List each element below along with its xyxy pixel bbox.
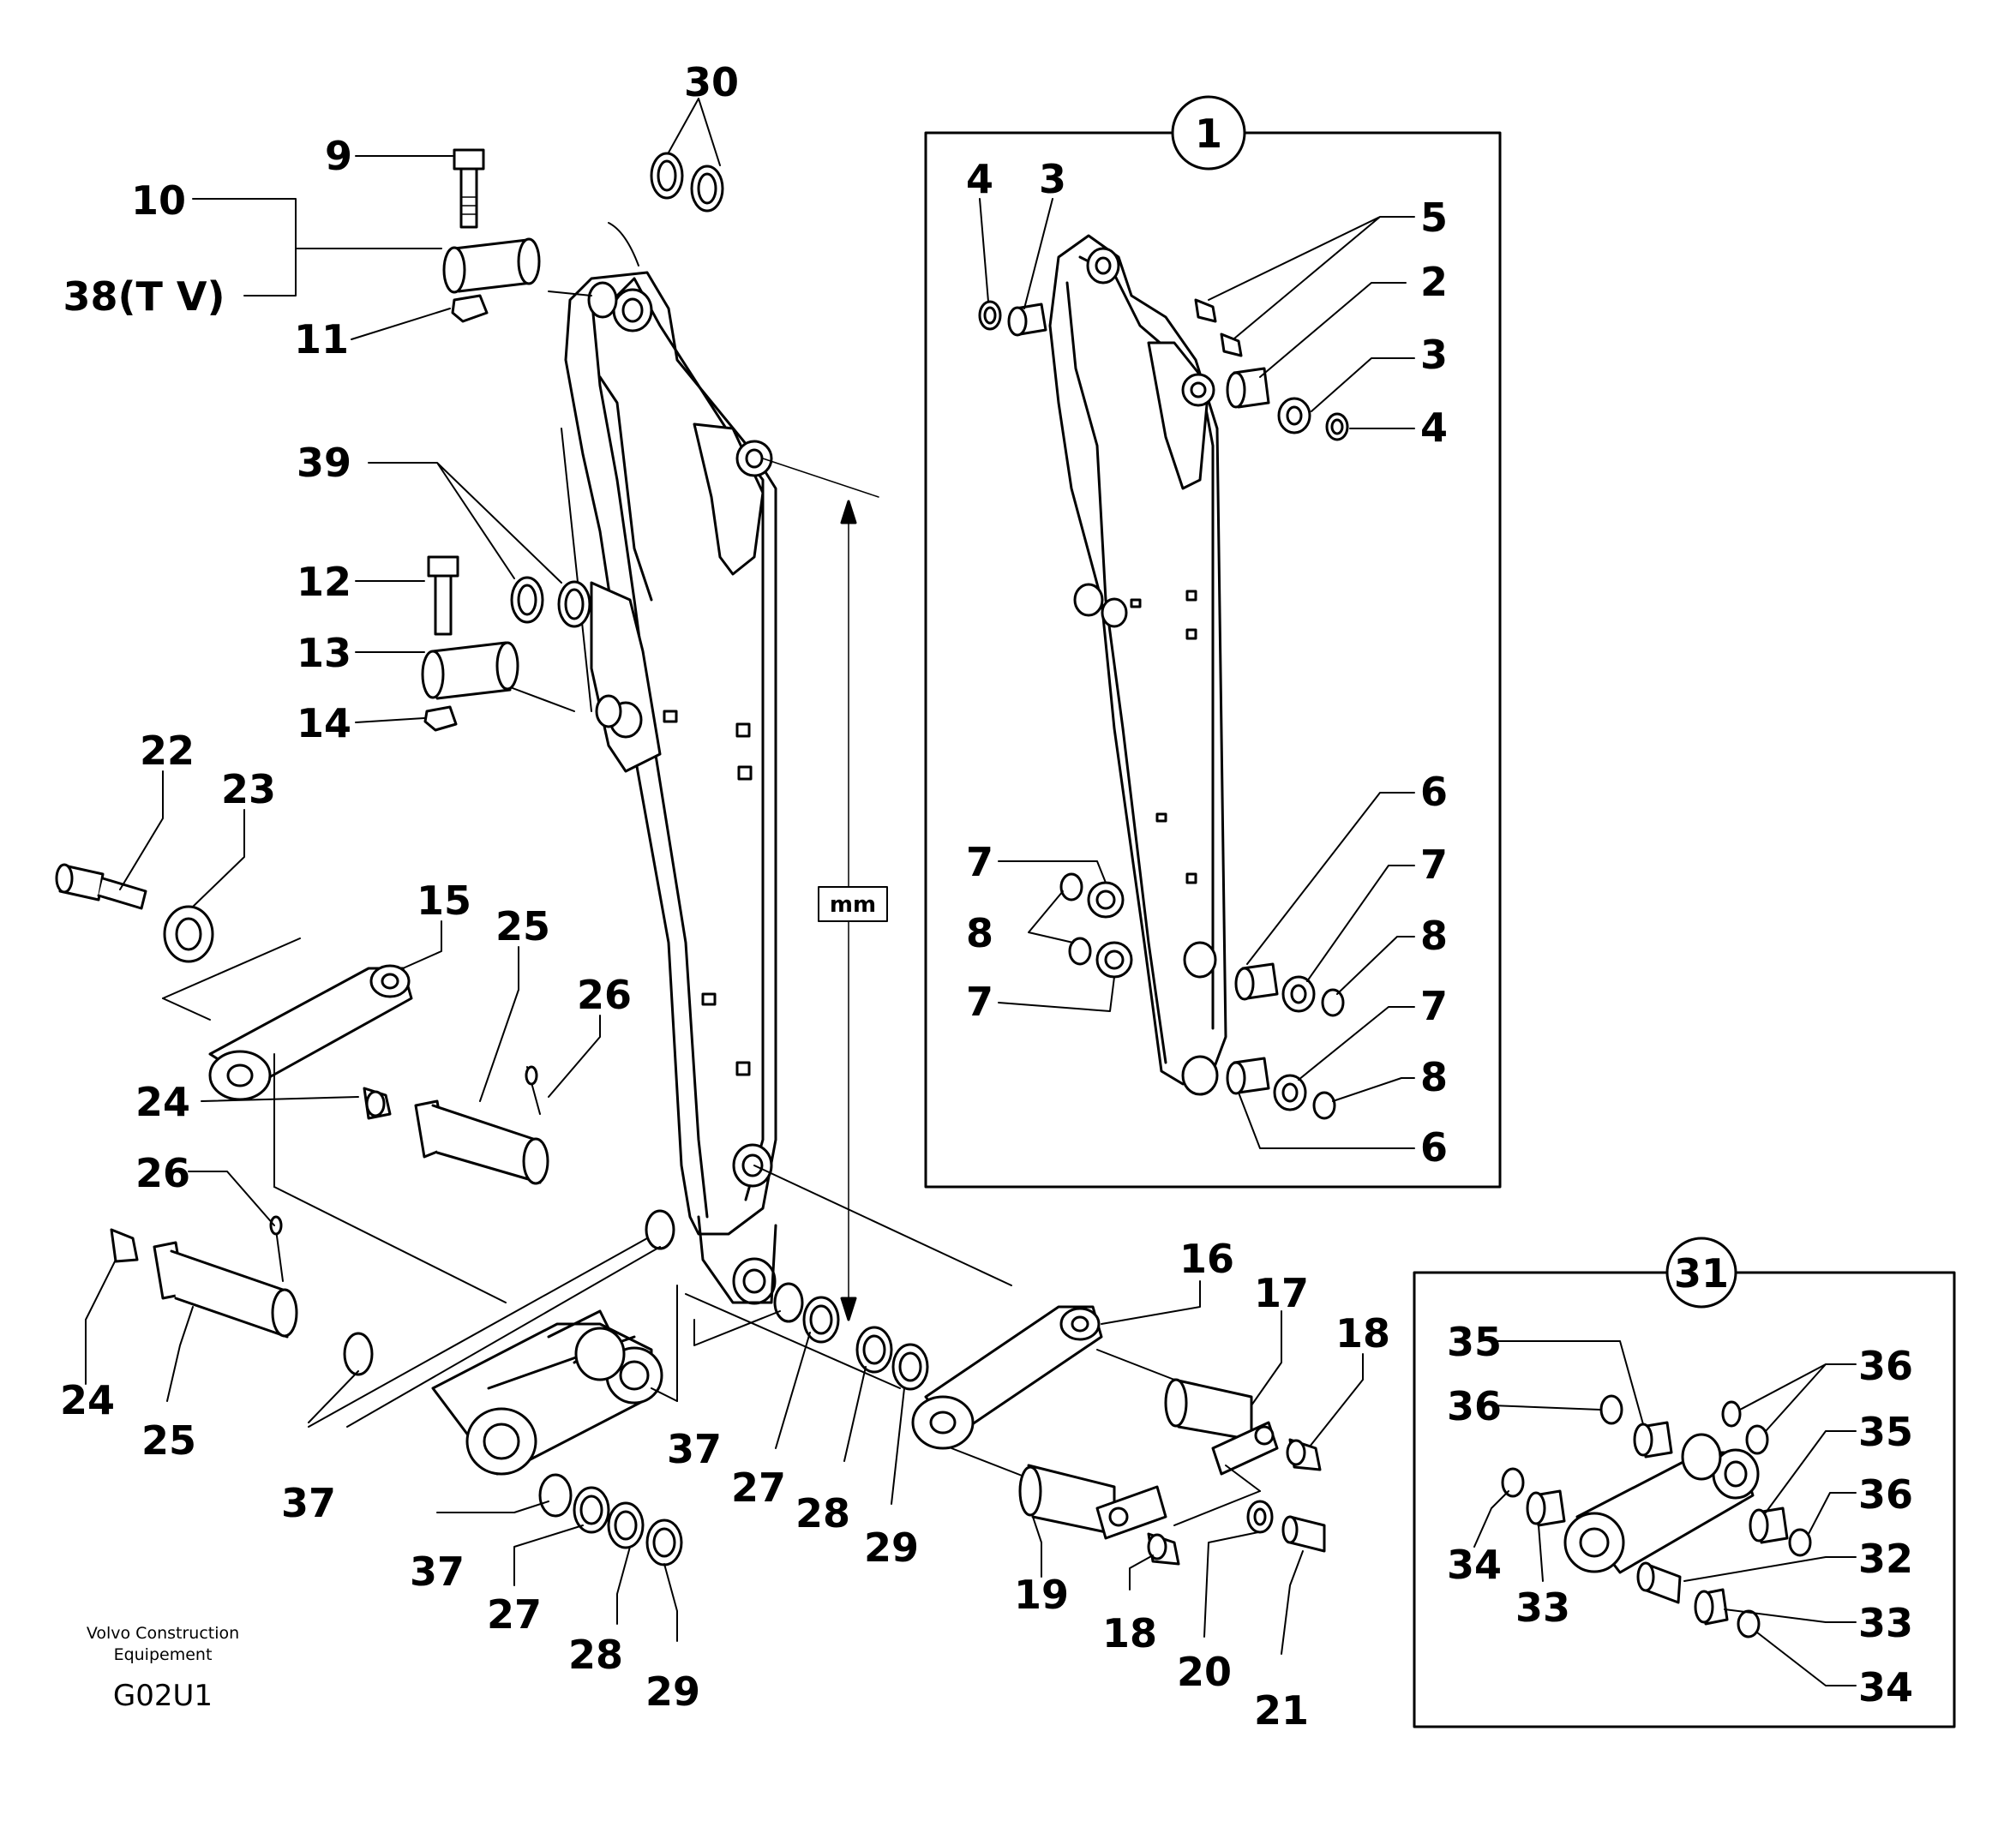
callout-labels: 1 2 3 3 4 4 5 6 6 7 7 7 7 8 8 8 9 10 11 … (60, 59, 1913, 1734)
callout-5: 5 (1420, 195, 1448, 241)
callout-28-mid: 28 (795, 1490, 850, 1536)
bolt-9 (453, 148, 485, 229)
callout-18-right: 18 (1335, 1310, 1390, 1357)
callout-8-a: 8 (966, 910, 993, 956)
callout-4-right: 4 (1420, 404, 1448, 451)
callout-36-right: 36 (1858, 1471, 1913, 1518)
callout-36-top-right: 36 (1858, 1343, 1913, 1389)
callout-39: 39 (297, 440, 351, 486)
callout-6-top: 6 (1420, 769, 1448, 815)
callout-10: 10 (131, 177, 186, 224)
figure-code: G02U1 (113, 1679, 213, 1713)
callout-37-left: 37 (281, 1480, 336, 1526)
callout-25-bottom: 25 (141, 1417, 196, 1464)
callout-7-a: 7 (966, 839, 993, 885)
inset-1-box (924, 95, 1502, 1189)
callout-20: 20 (1177, 1649, 1232, 1695)
callout-9: 9 (325, 133, 352, 179)
callout-15: 15 (417, 878, 471, 924)
callout-36-left: 36 (1447, 1383, 1502, 1429)
callout-34-right: 34 (1858, 1664, 1913, 1710)
callout-3-top: 3 (1039, 156, 1066, 202)
callout-7-b: 7 (966, 979, 993, 1025)
callout-8-c: 8 (1420, 1054, 1448, 1100)
callout-29-bottom: 29 (645, 1668, 700, 1715)
callout-25-top: 25 (495, 903, 550, 949)
callout-28-bottom: 28 (568, 1632, 623, 1678)
inset-31-box (1413, 1237, 1956, 1728)
callout-7-d: 7 (1420, 983, 1448, 1029)
dimension-line (762, 458, 888, 1321)
callout-8-b: 8 (1420, 913, 1448, 959)
callout-37-bottom: 37 (410, 1548, 465, 1595)
callout-4-top: 4 (966, 156, 993, 202)
callout-21: 21 (1254, 1687, 1309, 1734)
callout-33-right: 33 (1858, 1600, 1913, 1646)
callout-24-top: 24 (135, 1079, 190, 1125)
callout-23: 23 (221, 766, 276, 812)
callout-16: 16 (1179, 1236, 1234, 1282)
callout-31: 31 (1674, 1250, 1729, 1297)
dipper-arm (564, 271, 777, 1305)
callout-19: 19 (1014, 1572, 1069, 1618)
callout-14: 14 (297, 700, 351, 746)
callout-22: 22 (140, 728, 195, 774)
callout-2: 2 (1420, 259, 1448, 305)
callout-32: 32 (1858, 1536, 1913, 1582)
callout-24-bottom: 24 (60, 1377, 115, 1423)
callout-27-bottom: 27 (487, 1591, 542, 1638)
publisher-line-1: Volvo Construction (87, 1624, 239, 1643)
callout-17: 17 (1254, 1270, 1309, 1316)
callout-12: 12 (297, 559, 351, 605)
callout-30: 30 (684, 59, 739, 105)
callout-27-mid: 27 (731, 1465, 786, 1511)
ring-30b (690, 165, 724, 213)
callout-1: 1 (1195, 111, 1222, 157)
callout-26-top: 26 (577, 972, 632, 1018)
callout-26-left: 26 (135, 1150, 190, 1196)
publisher-line-2: Equipement (114, 1645, 213, 1664)
callout-37-mid: 37 (667, 1426, 722, 1472)
h-link (431, 1285, 678, 1476)
callout-6-bottom: 6 (1420, 1124, 1448, 1171)
callout-35-left: 35 (1447, 1319, 1502, 1365)
callout-11: 11 (294, 316, 349, 362)
callout-34-left: 34 (1447, 1542, 1502, 1588)
callout-33-left: 33 (1515, 1584, 1570, 1631)
callout-29-mid: 29 (864, 1525, 919, 1571)
callout-3-right: 3 (1420, 332, 1448, 378)
pin-10 (442, 237, 541, 294)
callout-38: 38(T V) (63, 273, 225, 320)
ring-30a (650, 152, 684, 200)
dimension-label: mm (830, 892, 876, 918)
callout-35-right: 35 (1858, 1409, 1913, 1455)
callout-7-c: 7 (1420, 842, 1448, 888)
callout-13: 13 (297, 630, 351, 676)
callout-18-bottom: 18 (1102, 1610, 1157, 1656)
nut-11 (451, 294, 489, 323)
